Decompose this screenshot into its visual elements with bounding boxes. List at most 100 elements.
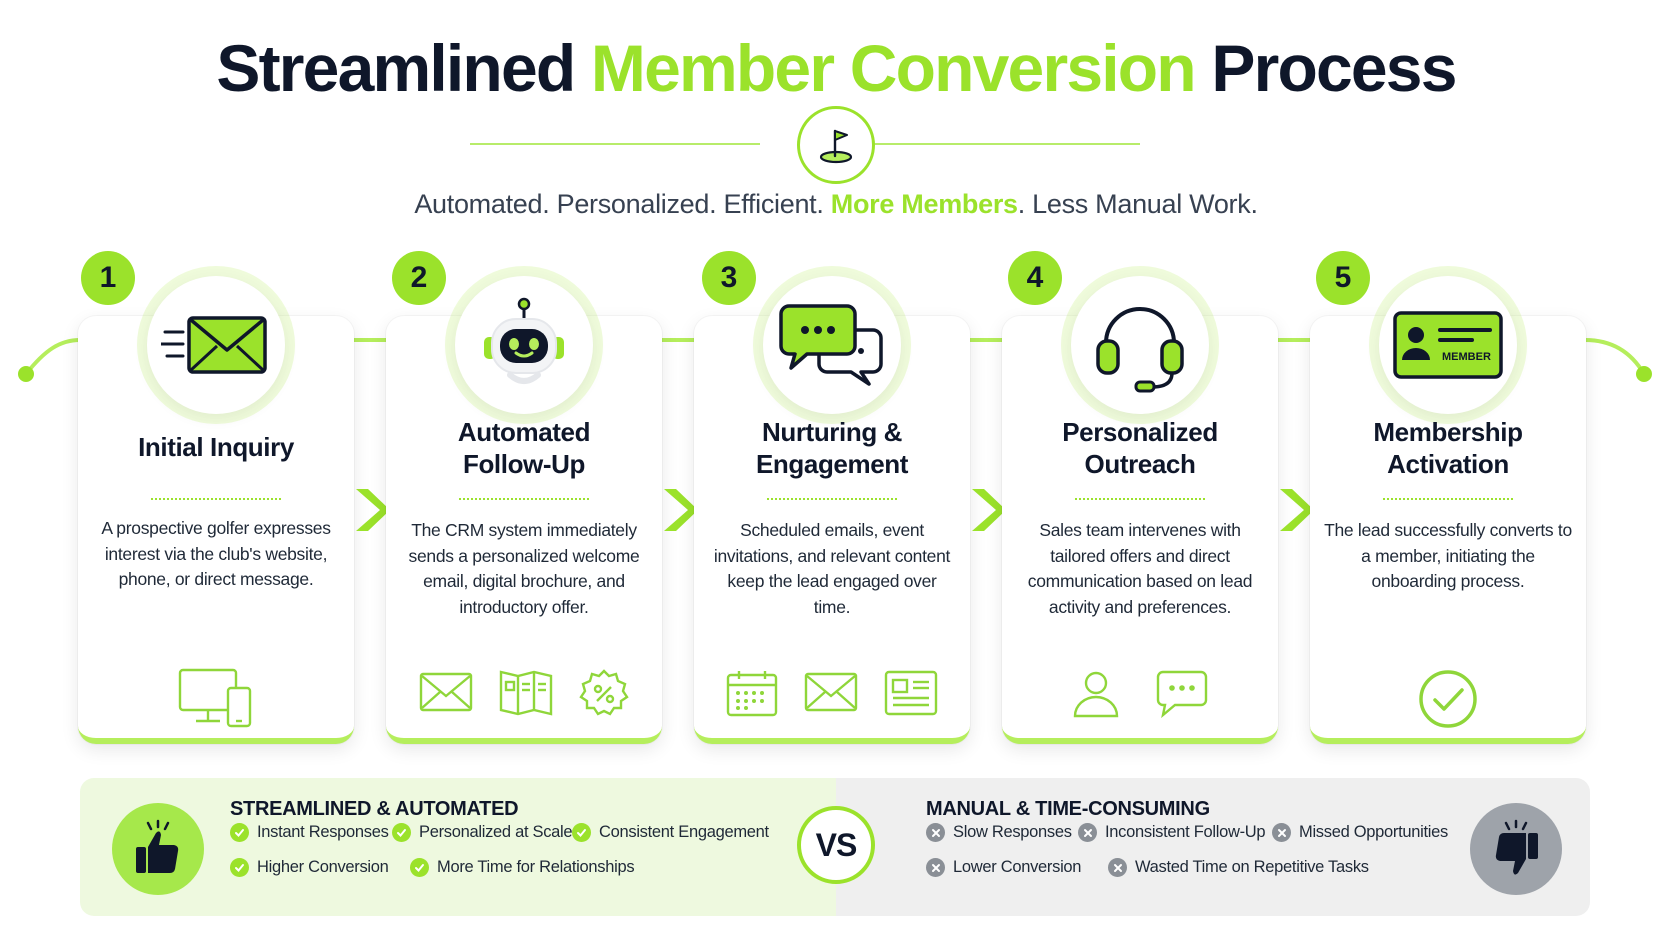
header-divider-right xyxy=(850,143,1140,145)
step-number: 4 xyxy=(1008,251,1062,305)
envelope-icon xyxy=(147,276,285,414)
drawback-label: Wasted Time on Repetitive Tasks xyxy=(1135,858,1369,876)
step-title-line1: Nurturing & xyxy=(761,417,903,447)
benefit-label: More Time for Relationships xyxy=(437,858,635,876)
step-footer-icons xyxy=(694,668,970,723)
brochure-icon xyxy=(498,668,554,725)
step-title-line2: Engagement xyxy=(755,449,909,479)
step-number: 1 xyxy=(81,251,135,305)
member-card-icon: MEMBER xyxy=(1379,276,1517,414)
step-title-line1: Initial Inquiry xyxy=(138,432,294,462)
x-icon xyxy=(926,858,945,877)
step-number: 3 xyxy=(702,251,756,305)
drawback-item: Missed Opportunities xyxy=(1272,823,1448,842)
drawback-item: Slow Responses xyxy=(926,823,1072,842)
chevron-right-icon xyxy=(972,489,1006,531)
step-footer-icons xyxy=(1310,668,1586,735)
benefit-item: More Time for Relationships xyxy=(410,858,635,877)
step-title: Initial Inquiry xyxy=(78,431,354,463)
x-icon xyxy=(926,823,945,842)
step-title-line1: Membership xyxy=(1373,417,1523,447)
step-title-line2: Outreach xyxy=(1084,449,1196,479)
step-footer-icons xyxy=(386,668,662,725)
x-icon xyxy=(1078,823,1097,842)
thumbs-down-icon xyxy=(1470,803,1562,895)
step-title: Automated Follow-Up xyxy=(386,416,662,480)
step-divider xyxy=(151,498,281,500)
drawback-item: Lower Conversion xyxy=(926,858,1081,877)
step-description: A prospective golfer expresses interest … xyxy=(101,518,331,589)
drawback-label: Inconsistent Follow-Up xyxy=(1105,823,1266,841)
chevron-right-icon xyxy=(356,489,390,531)
subtitle-part1: Automated. Personalized. Efficient. xyxy=(414,189,824,219)
step-title: Nurturing & Engagement xyxy=(694,416,970,480)
discount-badge-icon xyxy=(578,668,630,725)
drawback-item: Inconsistent Follow-Up xyxy=(1078,823,1266,842)
benefit-item: Higher Conversion xyxy=(230,858,389,877)
check-icon xyxy=(230,858,249,877)
drawback-label: Slow Responses xyxy=(953,823,1072,841)
step-footer-icons xyxy=(78,668,354,733)
drawback-label: Lower Conversion xyxy=(953,858,1082,876)
step-number: 2 xyxy=(392,251,446,305)
subtitle-accent: More Members xyxy=(830,189,1018,219)
drawback-item: Wasted Time on Repetitive Tasks xyxy=(1108,858,1369,877)
step-title-line2: Follow-Up xyxy=(462,449,586,479)
x-icon xyxy=(1108,858,1127,877)
benefit-item: Instant Responses xyxy=(230,823,389,842)
step-number: 5 xyxy=(1316,251,1370,305)
header-divider-left xyxy=(470,143,760,145)
benefit-label: Consistent Engagement xyxy=(599,823,769,841)
check-circle-icon xyxy=(1417,668,1479,735)
step-footer-icons xyxy=(1002,668,1278,723)
chat-icon xyxy=(1155,668,1209,723)
chevron-right-icon xyxy=(664,489,698,531)
check-icon xyxy=(410,858,429,877)
golf-flag-icon xyxy=(797,106,875,184)
manual-title: MANUAL & TIME-CONSUMING xyxy=(926,798,1210,820)
vs-badge: VS xyxy=(797,806,875,884)
title-part2: Process xyxy=(1211,31,1457,105)
benefit-item: Consistent Engagement xyxy=(572,823,769,842)
check-icon xyxy=(572,823,591,842)
email-icon xyxy=(803,668,859,723)
title-accent: Member Conversion xyxy=(590,31,1197,105)
x-icon xyxy=(1272,823,1291,842)
step-divider xyxy=(767,498,897,500)
step-title: Personalized Outreach xyxy=(1002,416,1278,480)
step-title-line1: Personalized xyxy=(1062,417,1218,447)
subtitle-part2: . Less Manual Work. xyxy=(1017,189,1258,219)
benefit-label: Personalized at Scale xyxy=(419,823,573,841)
headset-icon xyxy=(1071,276,1209,414)
check-icon xyxy=(230,823,249,842)
benefit-item: Personalized at Scale xyxy=(392,823,573,842)
step-description: The CRM system immediately sends a perso… xyxy=(408,520,640,617)
chat-bubbles-icon xyxy=(763,276,901,414)
step-divider xyxy=(1383,498,1513,500)
step-description: The lead successfully converts to a memb… xyxy=(1324,520,1572,591)
step-title-line1: Automated xyxy=(457,417,591,447)
benefit-label: Higher Conversion xyxy=(257,858,389,876)
title-part1: Streamlined xyxy=(216,31,576,105)
step-title-line2: Activation xyxy=(1387,449,1509,479)
streamlined-panel xyxy=(80,778,836,916)
person-icon xyxy=(1071,668,1121,723)
streamlined-title: STREAMLINED & AUTOMATED xyxy=(230,798,519,820)
devices-icon xyxy=(178,668,254,733)
calendar-icon xyxy=(725,668,779,723)
page-title: Streamlined Member Conversion Process xyxy=(0,30,1672,106)
subtitle: Automated. Personalized. Efficient. More… xyxy=(0,189,1672,220)
chevron-right-icon xyxy=(1280,489,1314,531)
check-icon xyxy=(392,823,411,842)
step-title: Membership Activation xyxy=(1310,416,1586,480)
step-divider xyxy=(459,498,589,500)
thumbs-up-icon xyxy=(112,803,204,895)
robot-icon xyxy=(455,276,593,414)
manual-panel xyxy=(836,778,1590,916)
drawback-label: Missed Opportunities xyxy=(1299,823,1448,841)
email-icon xyxy=(418,668,474,725)
member-card-label: MEMBER xyxy=(1442,351,1491,363)
step-divider xyxy=(1075,498,1205,500)
step-description: Sales team intervenes with tailored offe… xyxy=(1027,520,1253,617)
benefit-label: Instant Responses xyxy=(257,823,389,841)
